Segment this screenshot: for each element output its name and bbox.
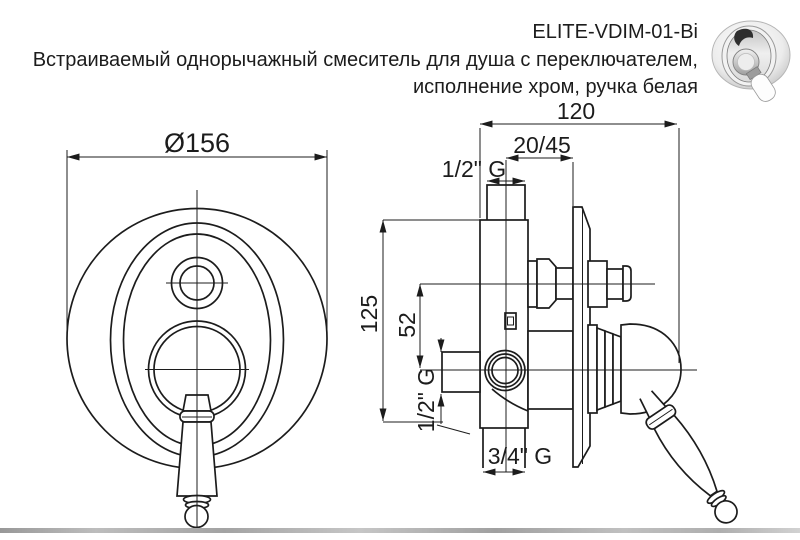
side-view: 120 20/45 1/2" G 125 52 1/2" G 3/4" G <box>356 98 738 524</box>
dim-half-top-label: 1/2" G <box>442 156 506 182</box>
dim-half-side-leader <box>436 424 471 435</box>
side-lever-knob <box>714 499 738 524</box>
front-diameter-label: Ø156 <box>164 128 230 158</box>
side-handle-lever <box>638 389 738 524</box>
product-code: ELITE-VDIM-01-Bi <box>532 21 698 43</box>
side-body <box>479 219 529 429</box>
dim-52-label: 52 <box>394 312 420 338</box>
photo-cartridge-cap <box>737 53 755 71</box>
dim-half-side-label: 1/2" G <box>413 368 439 432</box>
side-lever-grip <box>653 414 719 497</box>
side-detail-square <box>504 312 517 330</box>
bottom-gradient-strip <box>0 528 800 533</box>
side-handle-hub <box>587 324 598 414</box>
dim-2045-label: 20/45 <box>513 132 571 158</box>
side-inlet-port <box>441 351 481 393</box>
front-view: Ø156 <box>66 128 328 532</box>
photo-diverter-shadow <box>734 28 754 46</box>
side-bottom-pipe <box>482 428 526 468</box>
side-detail-square-inner <box>507 316 514 326</box>
side-handle-ball <box>620 323 682 415</box>
side-escutcheon-plate <box>572 206 591 468</box>
product-header: ELITE-VDIM-01-Bi Встраиваемый однорычажн… <box>33 19 698 102</box>
dim-125-label: 125 <box>356 295 382 333</box>
dim-120-label: 120 <box>557 98 595 124</box>
dim-34-label: 3/4" G <box>488 443 552 469</box>
side-valve-boss-arc <box>491 388 529 412</box>
side-lever-neck <box>639 390 667 419</box>
photo-handle-grip <box>750 73 776 102</box>
side-handle-ring1 <box>596 326 606 412</box>
product-description-line1: Встраиваемый однорычажный смеситель для … <box>32 48 698 71</box>
product-photo <box>711 20 791 102</box>
photo-handle <box>745 66 776 102</box>
product-description-line2: исполнение хром, ручка белая <box>412 76 698 98</box>
side-handle-ring3 <box>612 332 622 406</box>
side-handle-ring2 <box>604 329 614 409</box>
side-lever-collar-line <box>648 408 673 426</box>
